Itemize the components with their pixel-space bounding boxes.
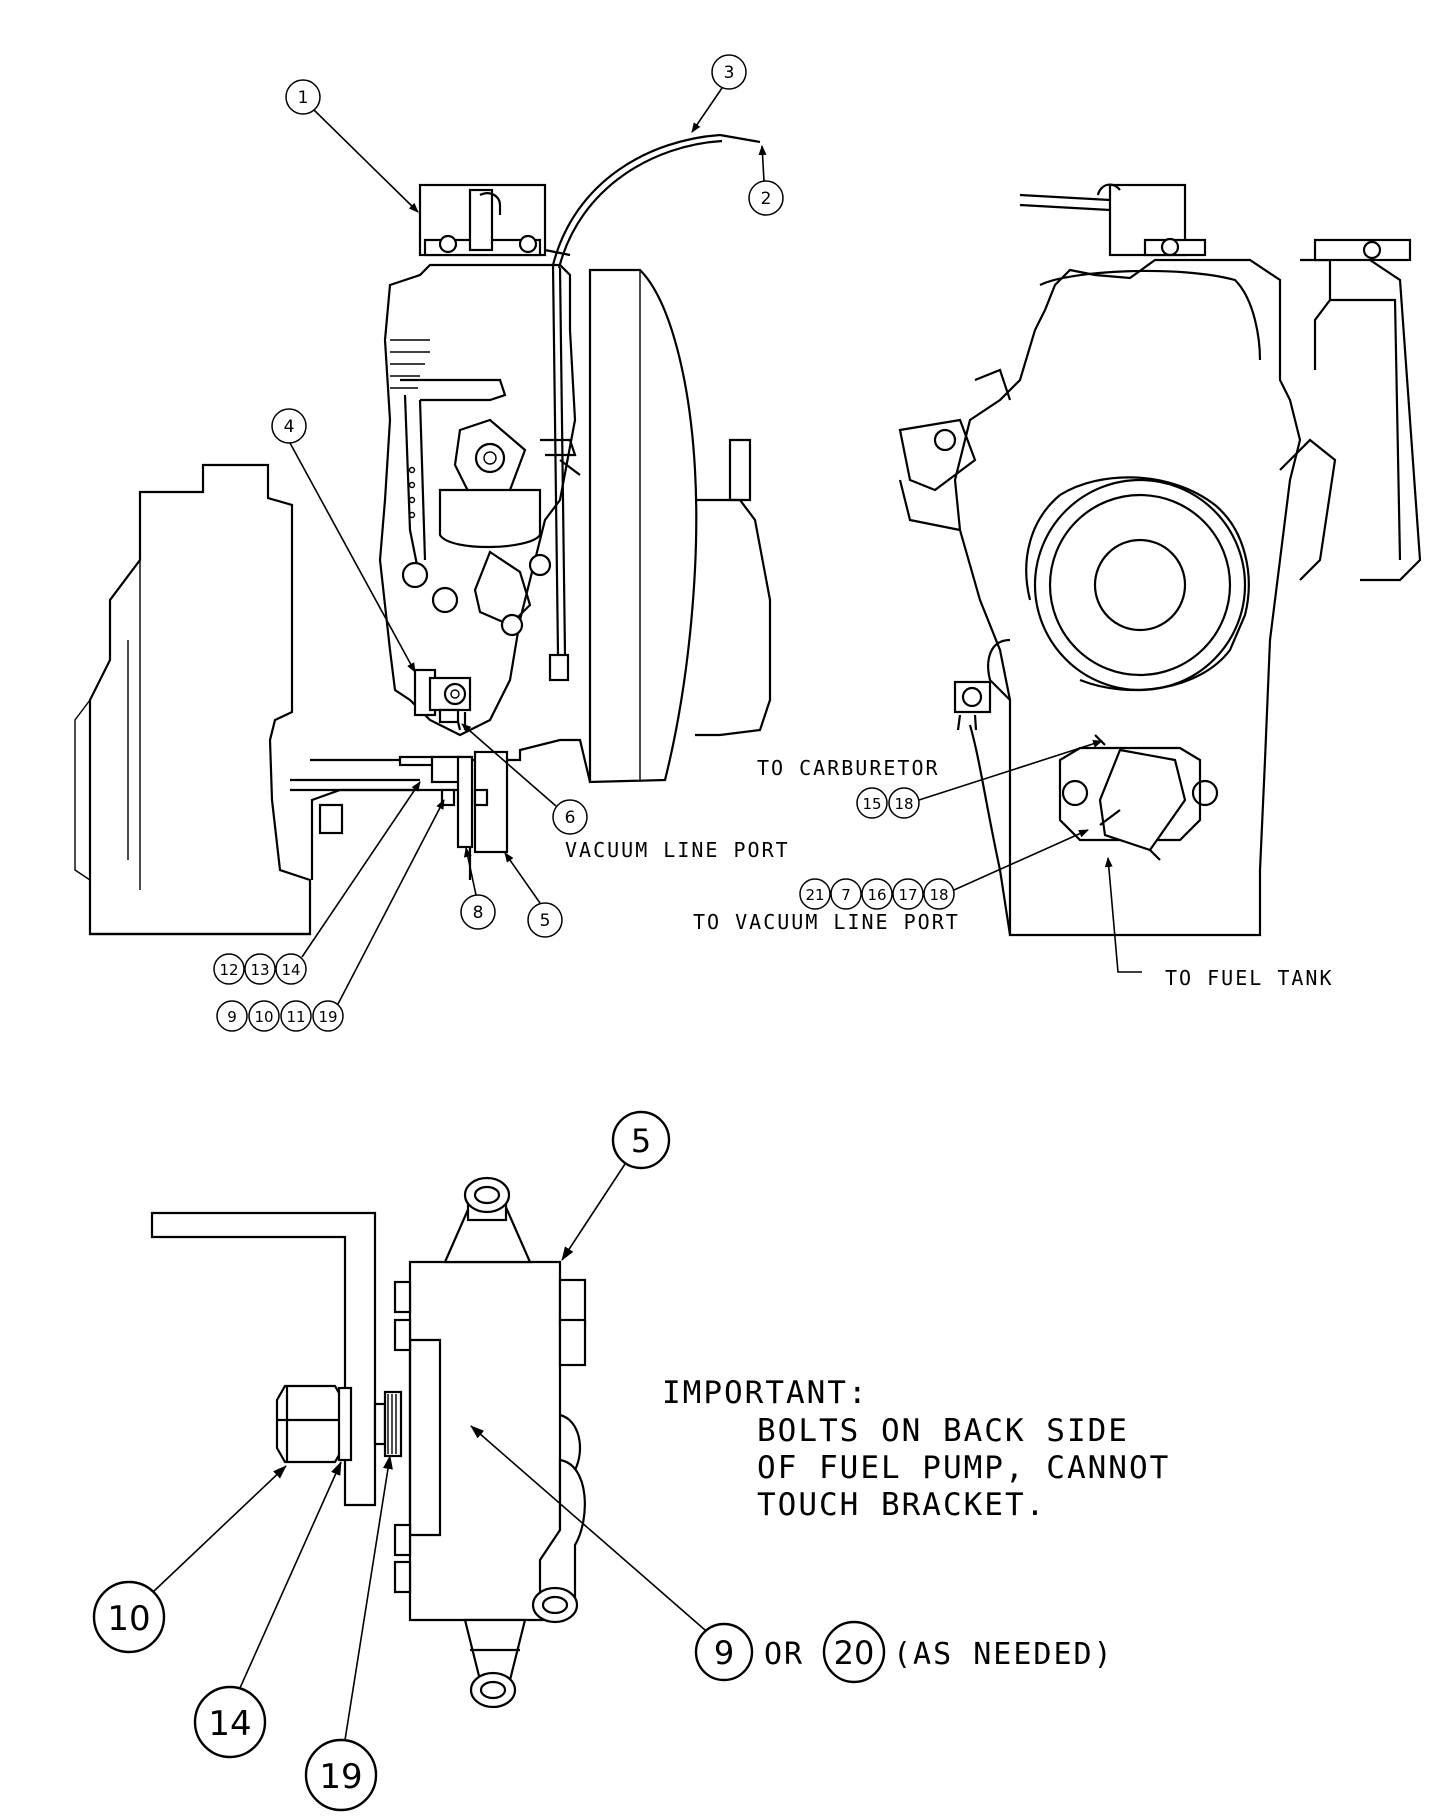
engine-right-view <box>898 183 1422 937</box>
callout-21-label: 21 <box>805 886 824 904</box>
detail-callout-5-label: 5 <box>631 1122 651 1160</box>
callout-3 <box>711 54 747 90</box>
detail-callout-9-label: 9 <box>714 1634 734 1672</box>
callout-18a-label: 18 <box>894 795 913 813</box>
callout-group-12-13-14: 12 13 14 <box>213 781 421 985</box>
callout-18b-label: 18 <box>929 886 948 904</box>
fuel-pump-detail-view: 5 10 14 19 9 OR 20 (AS NEEDED) IMPORTANT… <box>92 1110 1170 1812</box>
detail-callout-20-label: 20 <box>834 1634 875 1672</box>
detail-callout-9 <box>694 1622 754 1682</box>
or-label: OR <box>764 1637 804 1672</box>
callout-11-label: 11 <box>286 1008 305 1026</box>
callout-5-label: 5 <box>540 911 551 931</box>
callout-8 <box>460 894 496 930</box>
callout-2 <box>748 180 784 216</box>
detail-callout-5 <box>611 1110 671 1170</box>
callout-10-label: 10 <box>254 1008 273 1026</box>
important-line-3: TOUCH BRACKET. <box>757 1487 1046 1523</box>
detail-callout-10-label: 10 <box>107 1599 150 1639</box>
vacuum-line-port-label: VACUUM LINE PORT <box>565 838 790 862</box>
callout-group-9-10-11-19: 9 10 11 19 <box>216 799 445 1032</box>
to-carburetor-label: TO CARBURETOR <box>757 756 940 780</box>
important-title: IMPORTANT: <box>662 1375 869 1411</box>
callout-7-label: 7 <box>841 886 851 904</box>
to-fuel-tank-label: TO FUEL TANK <box>1165 966 1334 990</box>
callout-16-label: 16 <box>867 886 886 904</box>
callout-12-label: 12 <box>219 961 238 979</box>
callout-15-label: 15 <box>862 795 881 813</box>
detail-callout-20 <box>822 1620 886 1684</box>
callout-8-label: 8 <box>473 903 484 923</box>
callout-1 <box>285 79 321 115</box>
callout-6-label: 6 <box>565 808 576 828</box>
callout-4 <box>271 408 307 444</box>
engine-left-view <box>74 133 772 936</box>
detail-callout-19 <box>304 1738 378 1812</box>
callout-3-label: 3 <box>724 63 735 83</box>
important-line-1: BOLTS ON BACK SIDE <box>757 1413 1129 1449</box>
top-callouts: 1 3 2 4 6 8 5 12 13 14 <box>213 54 1334 1032</box>
detail-callout-14 <box>193 1685 267 1759</box>
callout-13-label: 13 <box>250 961 269 979</box>
to-vacuum-line-port-label: TO VACUUM LINE PORT <box>693 910 960 934</box>
callout-14-label: 14 <box>281 961 300 979</box>
callout-group-21-7-16-17-18: 21 7 16 17 18 <box>799 829 1089 910</box>
callout-5 <box>527 902 563 938</box>
important-line-2: OF FUEL PUMP, CANNOT <box>757 1450 1170 1486</box>
callout-group-15-18: 15 18 <box>856 739 1103 819</box>
callout-19-label: 19 <box>318 1008 337 1026</box>
callout-2-label: 2 <box>761 189 772 209</box>
detail-callout-10 <box>92 1580 166 1654</box>
detail-callout-19-label: 19 <box>319 1757 362 1797</box>
callout-6 <box>552 799 588 835</box>
callout-17-label: 17 <box>898 886 917 904</box>
callout-4-label: 4 <box>284 417 295 437</box>
callout-1-label: 1 <box>298 88 309 108</box>
detail-callout-14-label: 14 <box>208 1704 251 1744</box>
callout-9-label: 9 <box>227 1008 237 1026</box>
as-needed-label: (AS NEEDED) <box>893 1637 1114 1672</box>
